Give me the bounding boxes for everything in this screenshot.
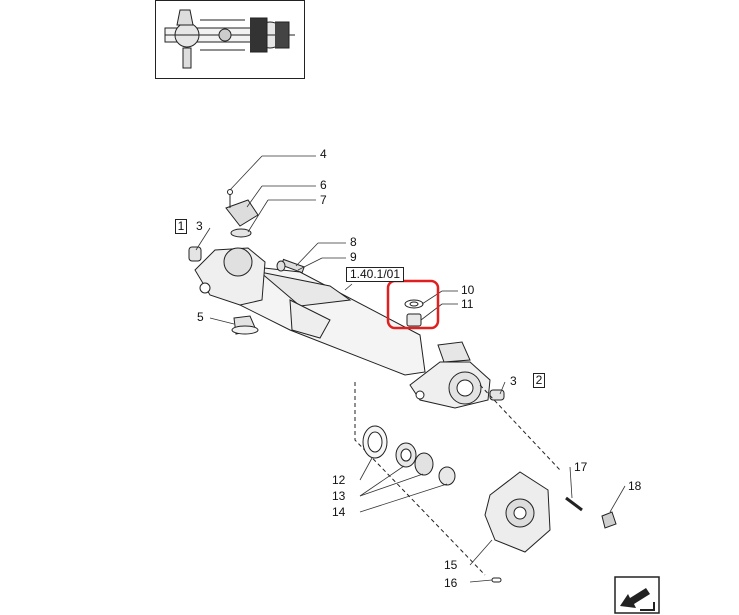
callout-7[interactable]: 7 [320,193,327,207]
callout-4[interactable]: 4 [320,147,327,161]
callout-16[interactable]: 16 [444,576,458,590]
callout-5[interactable]: 5 [197,310,204,324]
reference-box[interactable]: 1.40.1/01 [346,267,404,282]
callout-box-1[interactable]: 1 [175,219,187,234]
callout-18[interactable]: 18 [628,479,642,493]
callout-3-right[interactable]: 3 [510,374,517,388]
next-page-arrow-icon[interactable] [614,576,660,614]
callout-12[interactable]: 12 [332,473,346,487]
callout-box-2[interactable]: 2 [533,373,545,388]
callout-17[interactable]: 17 [574,460,588,474]
callout-9[interactable]: 9 [350,250,357,264]
callout-11[interactable]: 11 [461,297,474,311]
callout-6[interactable]: 6 [320,178,327,192]
axle-overview-thumbnail[interactable] [155,0,305,80]
callout-15[interactable]: 15 [444,558,458,572]
highlight-frame [386,279,440,330]
callout-10[interactable]: 10 [461,283,475,297]
callout-3-left[interactable]: 3 [196,219,203,233]
callout-13[interactable]: 13 [332,489,346,503]
callout-14[interactable]: 14 [332,505,346,519]
callout-8[interactable]: 8 [350,235,357,249]
